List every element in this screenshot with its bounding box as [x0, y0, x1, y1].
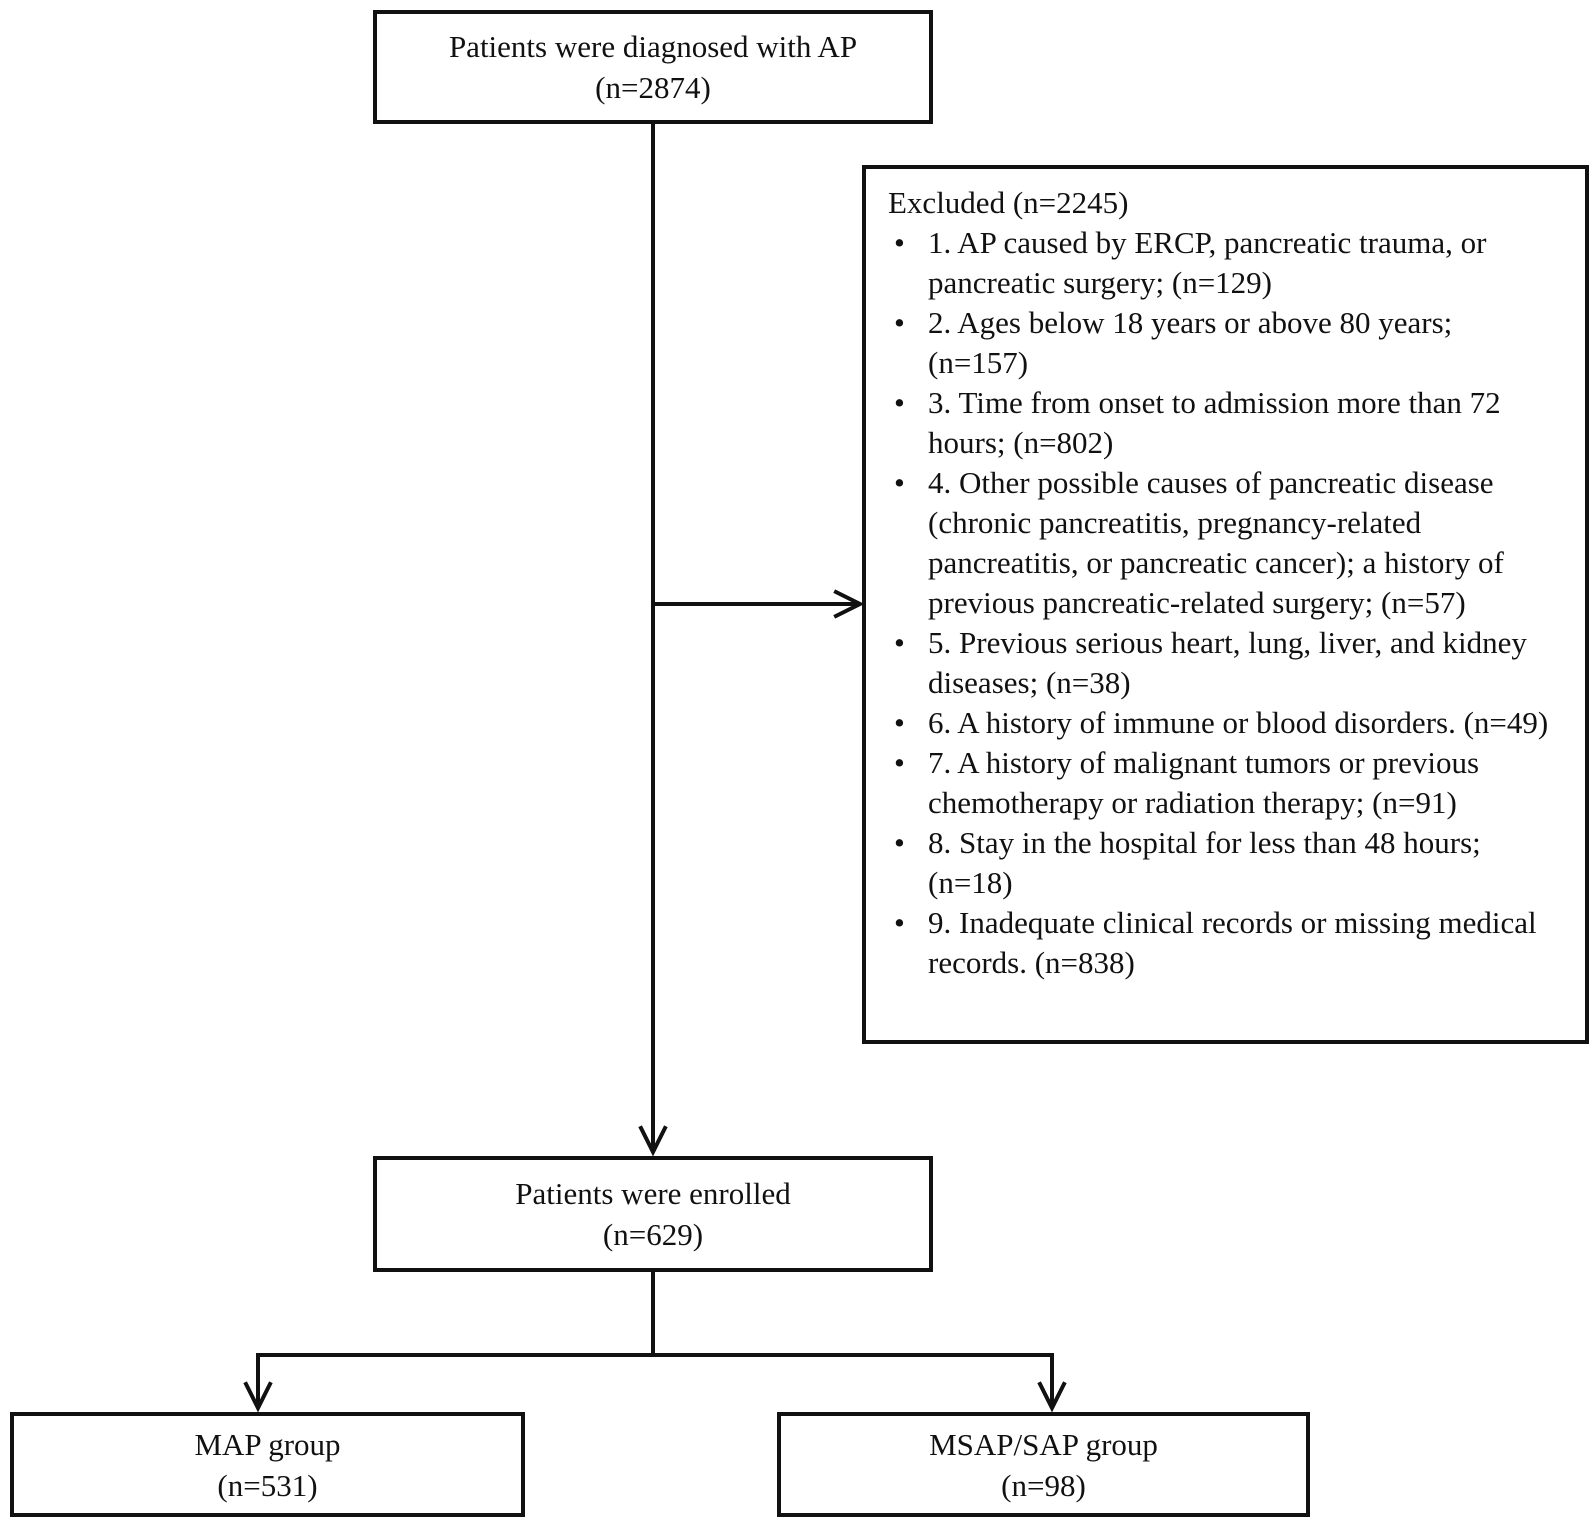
diagnosed-label: Patients were diagnosed with AP [448, 29, 858, 64]
arrowhead-to-enrolled [638, 1125, 668, 1157]
exclusion-item: • 5. Previous serious heart, lung, liver,… [888, 623, 1559, 703]
exclusion-item: • 8. Stay in the hospital for less than 4… [888, 823, 1559, 903]
excluded-title: Excluded (n=2245) [888, 185, 1129, 220]
exclusion-item-text: 3. Time from onset to admission more tha… [928, 385, 1501, 460]
msap-sap-group-label: MSAP/SAP group [929, 1426, 1158, 1462]
enrolled-box: Patients were enrolled (n=629) [373, 1156, 933, 1272]
map-group-label: MAP group [194, 1426, 341, 1462]
bullet-icon: • [894, 385, 905, 420]
bullet-icon: • [894, 745, 905, 780]
exclusion-item: • 3. Time from onset to admission more th… [888, 383, 1559, 463]
exclusion-item-text: 4. Other possible causes of pancreatic d… [928, 465, 1504, 620]
bullet-icon: • [894, 305, 905, 340]
enrolled-label: Patients were enrolled [515, 1176, 791, 1211]
map-group-count: (n=531) [217, 1467, 318, 1503]
exclusion-item: • 4. Other possible causes of pancreatic … [888, 463, 1559, 623]
exclusion-item: • 1. AP caused by ERCP, pancreatic trauma… [888, 223, 1559, 303]
bullet-icon: • [894, 825, 905, 860]
diagnosed-count: (n=2874) [595, 70, 711, 105]
msap-sap-group-box: MSAP/SAP group (n=98) [777, 1412, 1310, 1517]
exclusion-item-text: 5. Previous serious heart, lung, liver, … [928, 625, 1527, 700]
exclusion-item-text: 6. A history of immune or blood disorder… [928, 705, 1549, 740]
msap-sap-group-count: (n=98) [1001, 1467, 1086, 1503]
exclusion-item: • 6. A history of immune or blood disorde… [888, 703, 1559, 743]
excluded-box: Excluded (n=2245) • 1. AP caused by ERCP,… [862, 165, 1589, 1044]
exclusion-item-text: 1. AP caused by ERCP, pancreatic trauma,… [928, 225, 1487, 300]
exclusion-item-text: 7. A history of malignant tumors or prev… [928, 745, 1480, 820]
arrowhead-to-excluded [833, 589, 865, 619]
bullet-icon: • [894, 465, 905, 500]
bullet-icon: • [894, 905, 905, 940]
exclusion-item-text: 8. Stay in the hospital for less than 48… [928, 825, 1481, 900]
arrowhead-to-msap [1037, 1381, 1067, 1413]
bullet-icon: • [894, 625, 905, 660]
diagnosed-box: Patients were diagnosed with AP (n=2874) [373, 10, 933, 124]
exclusion-item: • 7. A history of malignant tumors or pre… [888, 743, 1559, 823]
bullet-icon: • [894, 225, 905, 260]
exclusion-item: • 2. Ages below 18 years or above 80 year… [888, 303, 1559, 383]
map-group-box: MAP group (n=531) [10, 1412, 525, 1517]
bullet-icon: • [894, 705, 905, 740]
arrowhead-to-map [243, 1381, 273, 1413]
exclusion-item-text: 9. Inadequate clinical records or missin… [928, 905, 1537, 980]
exclusion-item-text: 2. Ages below 18 years or above 80 years… [928, 305, 1453, 380]
exclusion-criteria-list: • 1. AP caused by ERCP, pancreatic trauma… [888, 223, 1559, 983]
exclusion-item: • 9. Inadequate clinical records or missi… [888, 903, 1559, 983]
enrolled-count: (n=629) [602, 1217, 704, 1252]
